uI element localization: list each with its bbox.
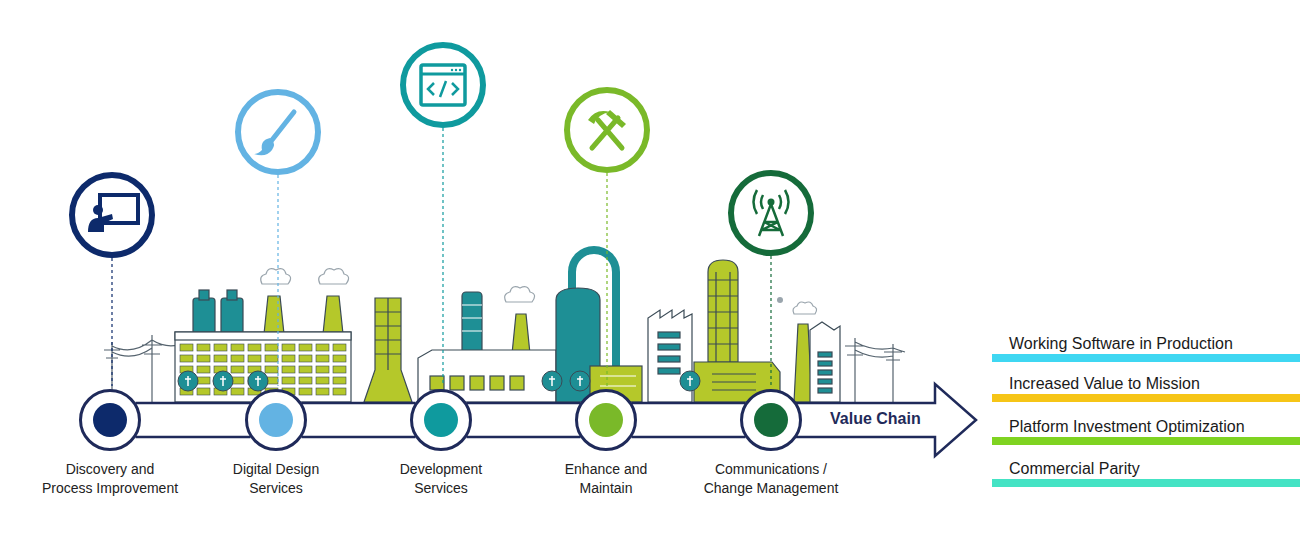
step-label: Communications / Change Management — [696, 460, 846, 498]
value-chain-band — [467, 403, 581, 437]
legend-item: Increased Value to Mission — [992, 374, 1300, 404]
factory-right — [648, 260, 840, 402]
legend-text: Platform Investment Optimization — [992, 417, 1300, 436]
value-chain-label: Value Chain — [828, 409, 923, 429]
value-chain-band — [632, 403, 746, 437]
step-circle — [574, 388, 638, 452]
legend-bar — [992, 354, 1300, 362]
step-circle — [409, 388, 473, 452]
step-label: Digital Design Services — [206, 460, 346, 498]
legend-bar — [992, 437, 1300, 445]
value-chain-step: Enhance and Maintain — [574, 388, 638, 452]
value-chain-step: Digital Design Services — [244, 388, 308, 452]
power-lines — [104, 335, 905, 402]
step-circle — [78, 388, 142, 452]
value-chain-step: Communications / Change Management — [739, 388, 803, 452]
legend-text: Working Software in Production — [992, 334, 1300, 353]
step-circle — [244, 388, 308, 452]
factory-middle — [364, 250, 642, 402]
step-label: Discovery and Process Improvement — [40, 460, 180, 498]
window-grid — [180, 344, 346, 395]
value-chain-band — [136, 403, 251, 437]
valve-badges — [178, 371, 700, 391]
icon-tools — [567, 90, 647, 170]
legend-item: Commercial Parity — [992, 459, 1300, 489]
legend-text: Commercial Parity — [992, 459, 1300, 478]
leader-lines — [112, 128, 771, 386]
legend-item: Working Software in Production — [992, 334, 1300, 364]
legend-text: Increased Value to Mission — [992, 374, 1300, 393]
legend-bar — [992, 394, 1300, 402]
legend-bar — [992, 479, 1300, 487]
factory-left — [175, 290, 351, 402]
step-circle — [739, 388, 803, 452]
legend-item: Platform Investment Optimization — [992, 417, 1300, 447]
step-label: Enhance and Maintain — [541, 460, 671, 498]
icon-code — [403, 45, 483, 125]
value-chain-step: Development Services — [409, 388, 473, 452]
icon-presentation — [72, 175, 152, 255]
value-chain-step: Discovery and Process Improvement — [78, 388, 142, 452]
step-label: Development Services — [374, 460, 508, 498]
icon-tower — [731, 173, 811, 253]
value-chain-arrow — [795, 384, 976, 456]
value-chain-band — [302, 403, 416, 437]
icon-brush — [238, 92, 318, 172]
